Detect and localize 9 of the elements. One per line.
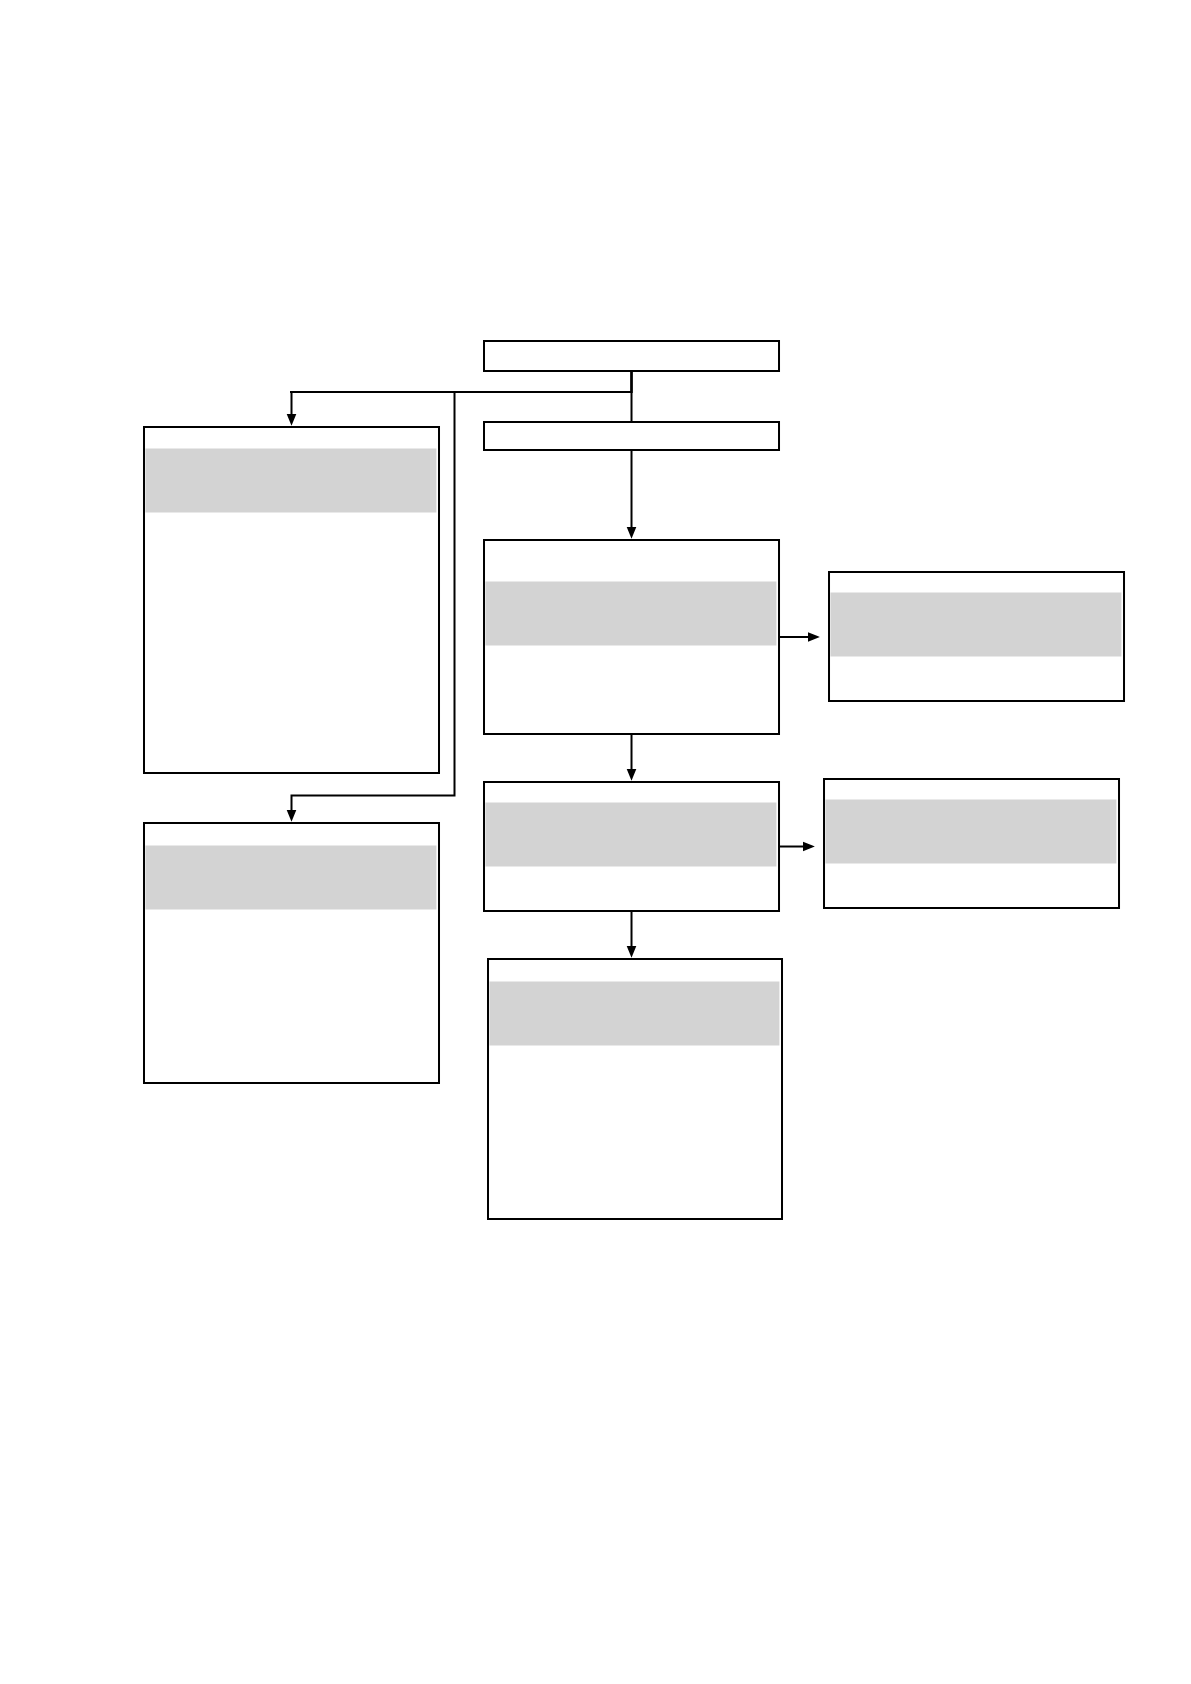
shaded-band [145,845,437,910]
shaded-band [830,592,1122,657]
shaded-band [485,581,777,646]
shaded-band [825,799,1117,864]
empty-box [483,340,780,372]
shaded-band [485,802,777,867]
empty-box [483,421,780,451]
shaded-band [489,981,780,1046]
shaded-band [145,448,437,513]
